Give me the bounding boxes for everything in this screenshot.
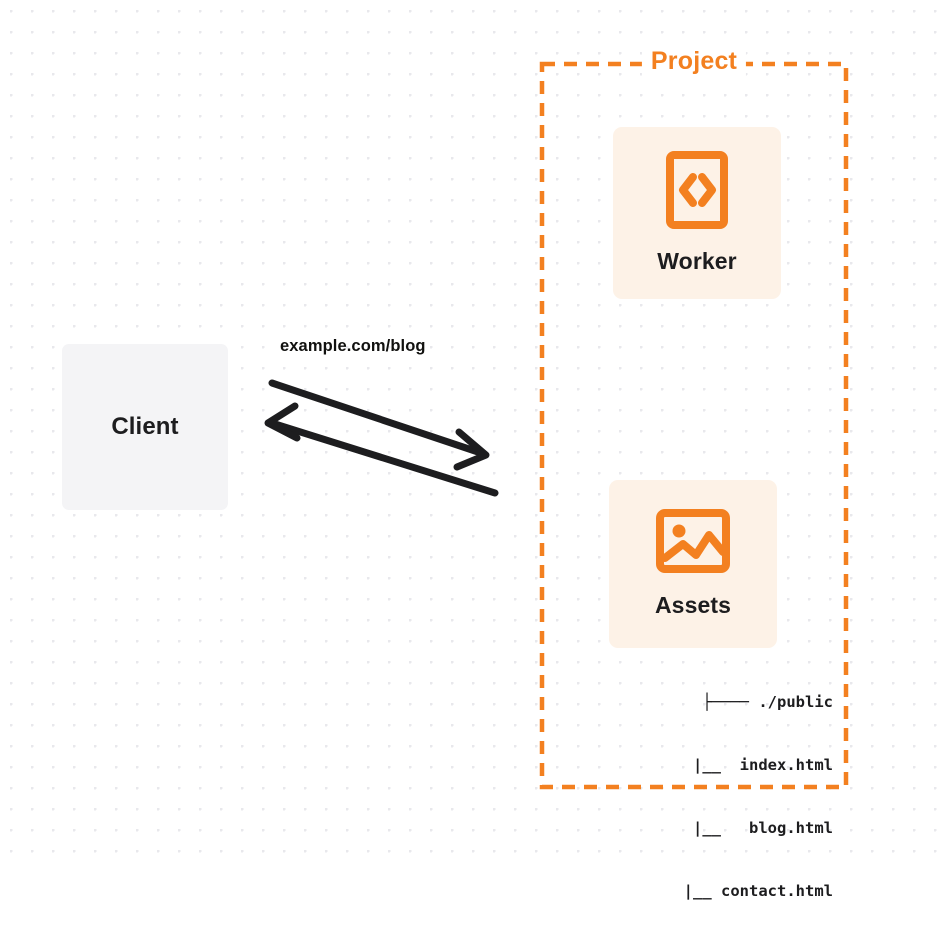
project-container: Project Worker Assets ├──── ./public |__… bbox=[539, 45, 849, 900]
assets-label: Assets bbox=[654, 592, 732, 618]
worker-node[interactable]: Worker bbox=[613, 127, 781, 299]
worker-label: Worker bbox=[657, 248, 737, 274]
tree-row: |__ contact.html bbox=[655, 882, 833, 900]
connection-url-label: example.com/blog bbox=[280, 337, 426, 355]
project-label: Project bbox=[641, 45, 747, 77]
tree-row: |__ blog.html bbox=[665, 819, 833, 837]
tree-row: ├──── ./public bbox=[702, 693, 833, 711]
assets-file-tree: ├──── ./public |__ index.html |__ blog.h… bbox=[588, 650, 833, 944]
client-node[interactable]: Client bbox=[62, 344, 228, 510]
client-label: Client bbox=[111, 413, 179, 440]
code-file-icon bbox=[666, 151, 728, 234]
image-icon bbox=[656, 509, 730, 578]
project-dashed-border bbox=[539, 61, 849, 790]
assets-node[interactable]: Assets bbox=[609, 480, 777, 648]
tree-row: |__ index.html bbox=[665, 756, 833, 774]
